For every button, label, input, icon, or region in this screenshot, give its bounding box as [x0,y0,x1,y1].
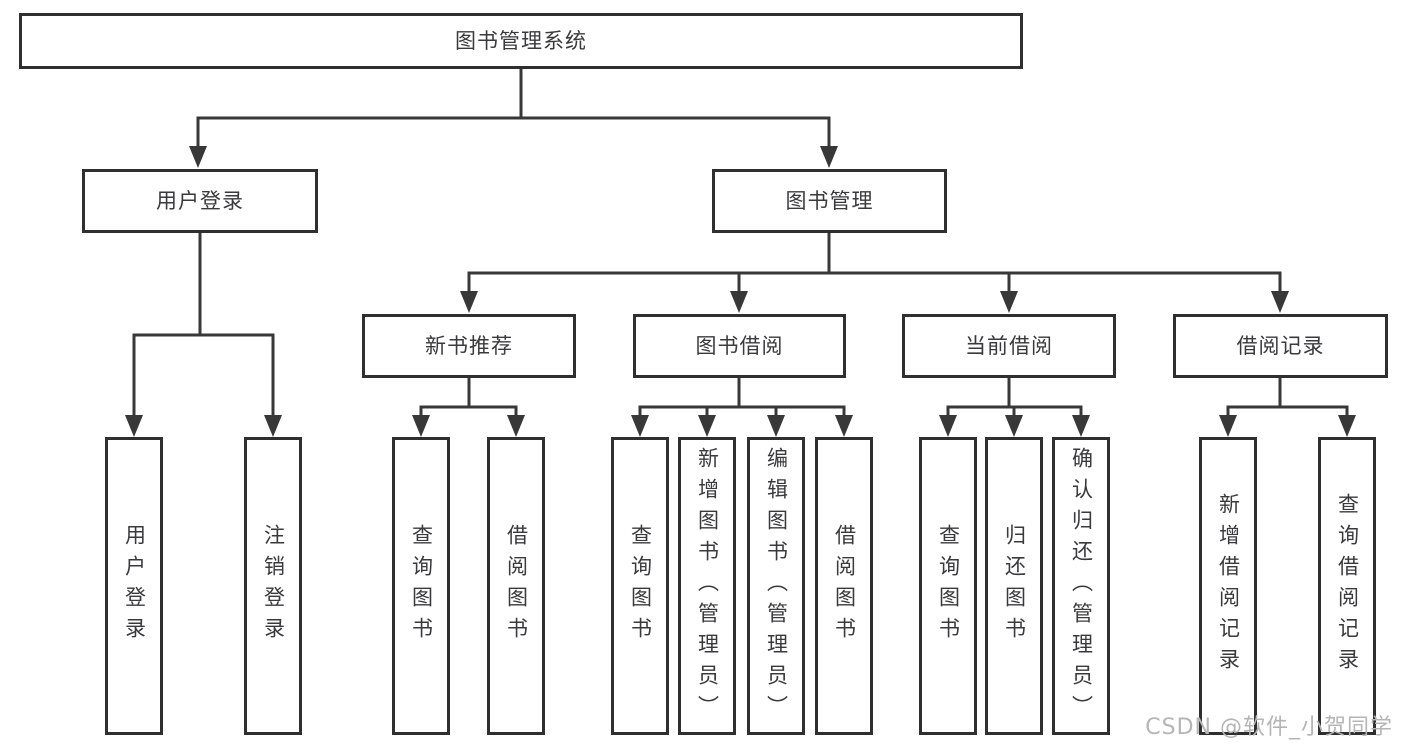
node-leaf-edit-books-admin: 编辑图书（管理员） [747,437,805,735]
arrowhead [507,415,525,437]
arrowhead [820,146,838,168]
connector-new-book-recommend-to-leaves [412,378,525,437]
arrowhead [835,415,853,437]
arrowhead [125,415,143,437]
node-leaf-borrow-books-borrowing: 借阅图书 [815,437,873,735]
connector-book-borrowing-to-leaves [631,378,853,437]
node-library-management-system: 图书管理系统 [19,13,1023,69]
connector-line [196,69,831,146]
node-leaf-return-books: 归还图书 [985,437,1043,735]
arrowhead [939,415,957,437]
arrowhead [1000,291,1018,313]
node-leaf-query-books-current: 查询图书 [919,437,977,735]
arrowhead [1219,415,1237,437]
connector-line [132,233,275,415]
connector-book-management-to-level3 [460,233,1289,313]
node-book-management: 图书管理 [712,169,947,233]
node-new-book-recommend: 新书推荐 [362,314,576,378]
arrowhead [1338,415,1356,437]
arrowhead [460,291,478,313]
node-leaf-query-borrow-record: 查询借阅记录 [1318,437,1376,735]
connector-line [419,378,518,415]
node-borrowing-records: 借阅记录 [1173,314,1388,378]
arrowhead [189,146,207,168]
connector-line [638,378,846,415]
arrowhead [767,415,785,437]
node-leaf-add-borrow-record: 新增借阅记录 [1199,437,1257,735]
connector-current-borrowing-to-leaves [939,378,1090,437]
arrowhead [1072,415,1090,437]
node-leaf-borrow-books-recommend: 借阅图书 [487,437,545,735]
node-leaf-add-books-admin: 新增图书（管理员） [678,437,736,735]
csdn-watermark: CSDN @软件_小贺同学 [1145,715,1393,740]
connector-borrowing-records-to-leaves [1219,378,1356,437]
arrowhead [412,415,430,437]
arrowhead [1271,291,1289,313]
node-leaf-confirm-return-admin: 确认归还（管理员） [1052,437,1110,735]
node-leaf-logout: 注销登录 [244,437,302,735]
connector-line [1226,378,1349,415]
arrowhead [698,415,716,437]
node-leaf-query-books-borrowing: 查询图书 [611,437,669,735]
connector-root-to-level2 [189,69,838,168]
node-user-login: 用户登录 [82,169,318,233]
node-leaf-user-login: 用户登录 [105,437,163,735]
arrowhead [631,415,649,437]
arrowhead [730,291,748,313]
node-leaf-query-books-recommend: 查询图书 [392,437,450,735]
arrowhead [264,415,282,437]
connector-line [946,378,1083,415]
connector-user-login-to-leaves [125,233,282,437]
arrowhead [1005,415,1023,437]
node-current-borrowing: 当前借阅 [902,314,1116,378]
node-book-borrowing: 图书借阅 [633,314,846,378]
connector-line [467,233,1282,291]
